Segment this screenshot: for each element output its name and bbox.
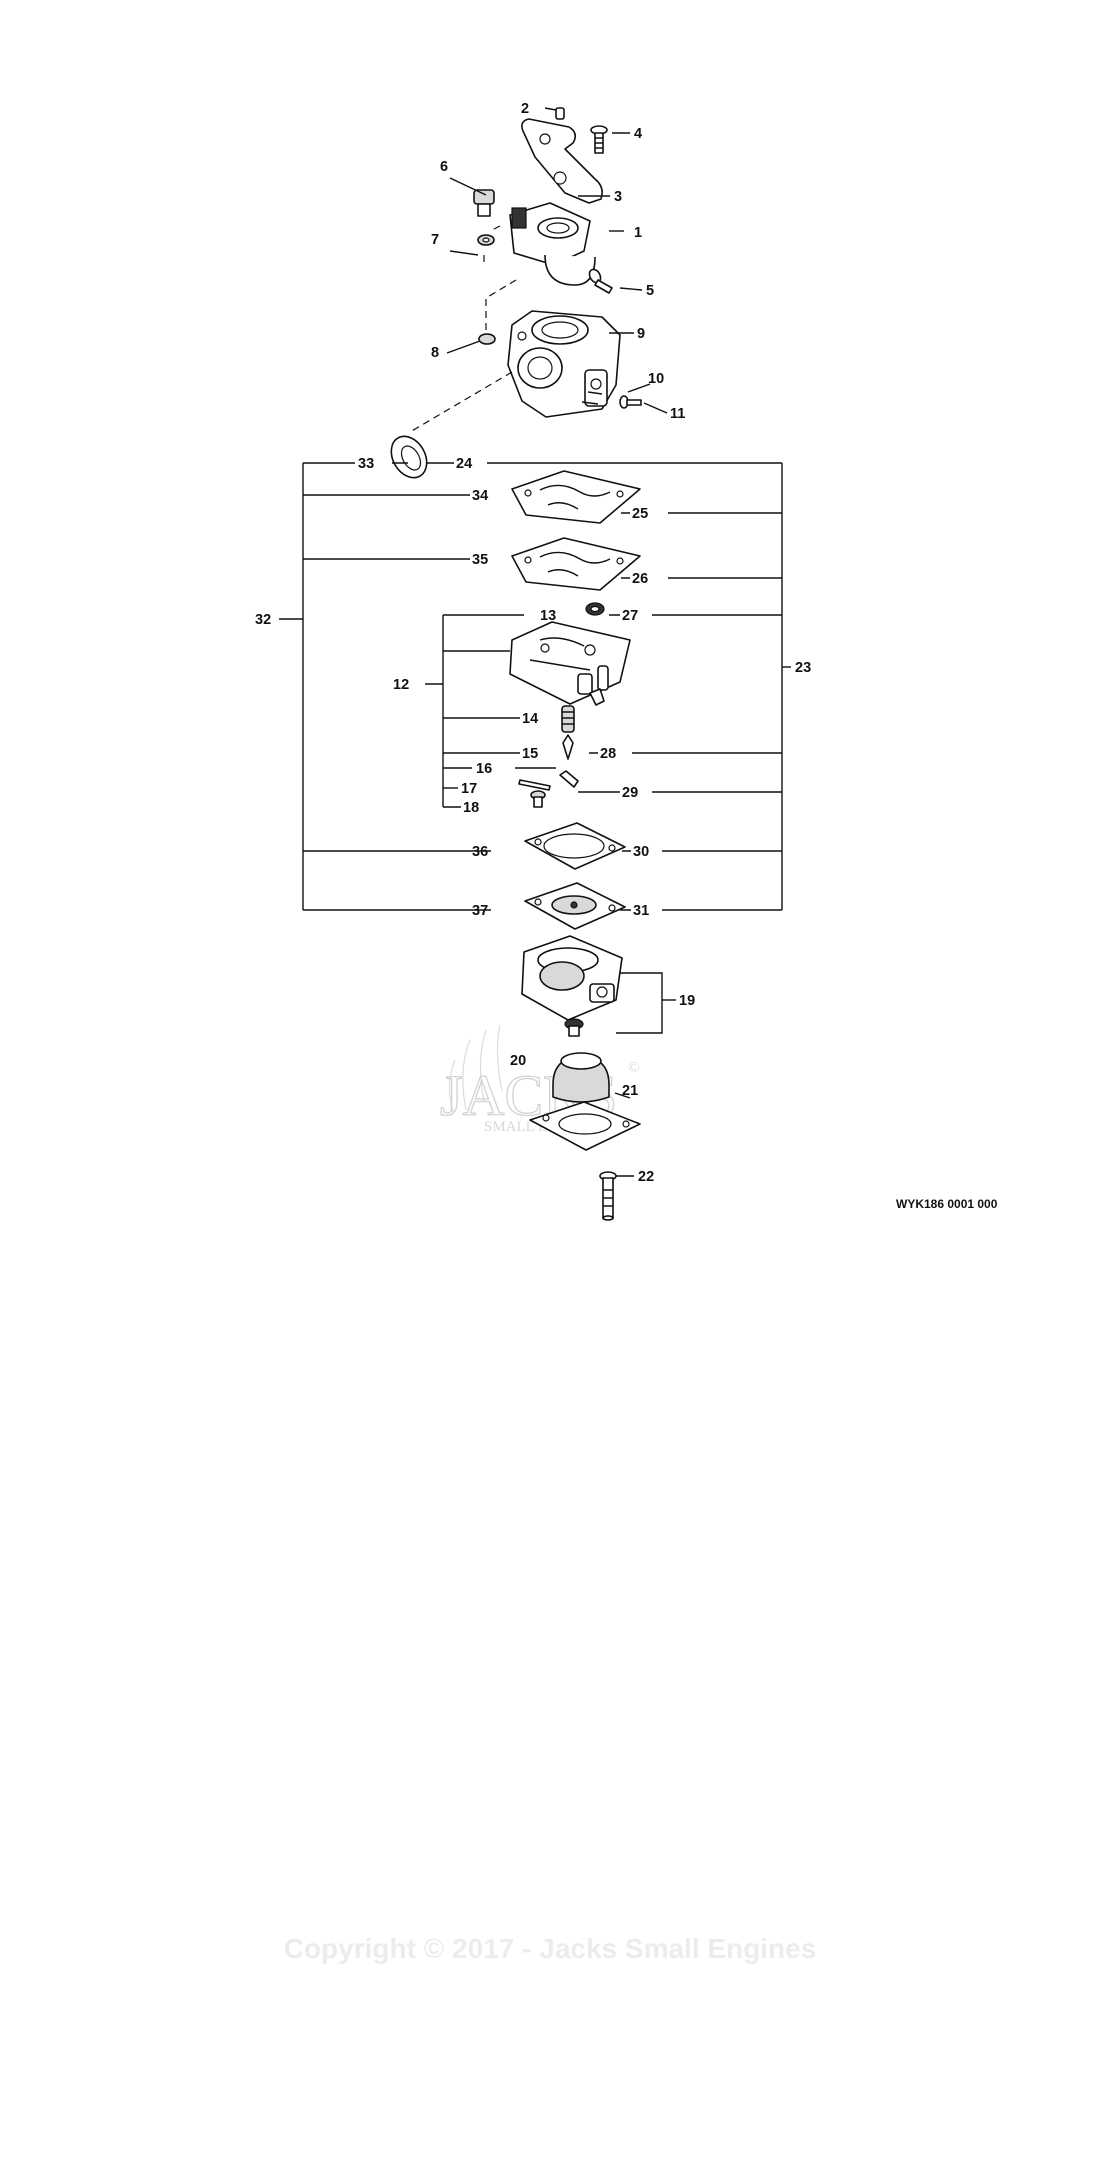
part-14-spring-icon [561,705,575,733]
callout-13: 13 [540,608,556,624]
part-22-screw-icon [599,1171,617,1221]
callout-25: 25 [632,506,648,522]
callout-8: 8 [431,345,439,361]
part-17-pin-icon [518,779,551,791]
callout-15: 15 [522,746,538,762]
callout-17: 17 [461,781,477,797]
part-10-11-screws-icon [619,395,642,409]
callout-10: 10 [648,371,664,387]
callout-23: 23 [795,660,811,676]
callout-7: 7 [431,232,439,248]
part-16-lever-icon [559,770,579,788]
callout-5: 5 [646,283,654,299]
part-18-screw-icon [530,790,546,808]
callout-36: 36 [472,844,488,860]
callout-35: 35 [472,552,488,568]
part-9-carburetor-body-icon [507,310,621,418]
callout-28: 28 [600,746,616,762]
callout-21: 21 [622,1083,638,1099]
assembly-path-2 [485,279,517,330]
part-19-fitting-icon [564,1018,584,1037]
callout-1: 1 [634,225,642,241]
callout-37: 37 [472,903,488,919]
part-12-metering-body-icon [509,621,631,706]
assembly-path-1 [483,225,501,262]
drawing-code: WYK186 0001 000 [896,1197,998,1211]
callout-6: 6 [440,159,448,175]
part-4-screw-icon [590,125,608,154]
callout-4: 4 [634,126,642,142]
watermark-logo-mark: © [628,1060,639,1076]
callout-16: 16 [476,761,492,777]
part-30-gasket-icon [524,822,626,870]
kit-brackets [279,107,791,1177]
callout-22: 22 [638,1169,654,1185]
part-21-retainer-icon [529,1101,641,1151]
callout-2: 2 [521,101,529,117]
callout-3: 3 [614,189,622,205]
part-3-throttle-lever-icon [521,118,603,204]
copyright-watermark: Copyright © 2017 - Jacks Small Engines [284,1933,817,1964]
part-27-seal-icon [585,602,605,616]
callout-24: 24 [456,456,472,472]
part-1-throttle-cover-icon [509,202,596,286]
callout-12: 12 [393,677,409,693]
callout-20: 20 [510,1053,526,1069]
part-26-gasket-icon [511,537,641,591]
part-8-clip-icon [478,333,496,345]
part-24-seal-icon [390,435,428,479]
part-15-needle-valve-icon [562,734,574,760]
assembly-path-3 [409,371,513,433]
callout-14: 14 [522,711,538,727]
callout-26: 26 [632,571,648,587]
callout-29: 29 [622,785,638,801]
part-7-washer-icon [477,234,495,246]
callout-32: 32 [255,612,271,628]
part-25-gasket-icon [511,470,641,524]
part-31-diaphragm-icon [524,882,626,930]
callout-33: 33 [358,456,374,472]
part-6-plug-icon [473,189,495,217]
part-19-pump-cover-icon [521,935,623,1021]
callout-18: 18 [463,800,479,816]
callout-30: 30 [633,844,649,860]
callout-34: 34 [472,488,488,504]
part-2-pin-icon [555,107,565,120]
callout-labels: 1 2 3 4 5 6 7 8 9 10 11 12 13 14 15 16 1… [255,101,811,1185]
part-20-primer-bulb-icon [552,1052,610,1103]
callout-31: 31 [633,903,649,919]
callout-27: 27 [622,608,638,624]
callout-19: 19 [679,993,695,1009]
callout-9: 9 [637,326,645,342]
part-5-screw-icon [588,268,613,294]
callout-11: 11 [670,406,685,422]
